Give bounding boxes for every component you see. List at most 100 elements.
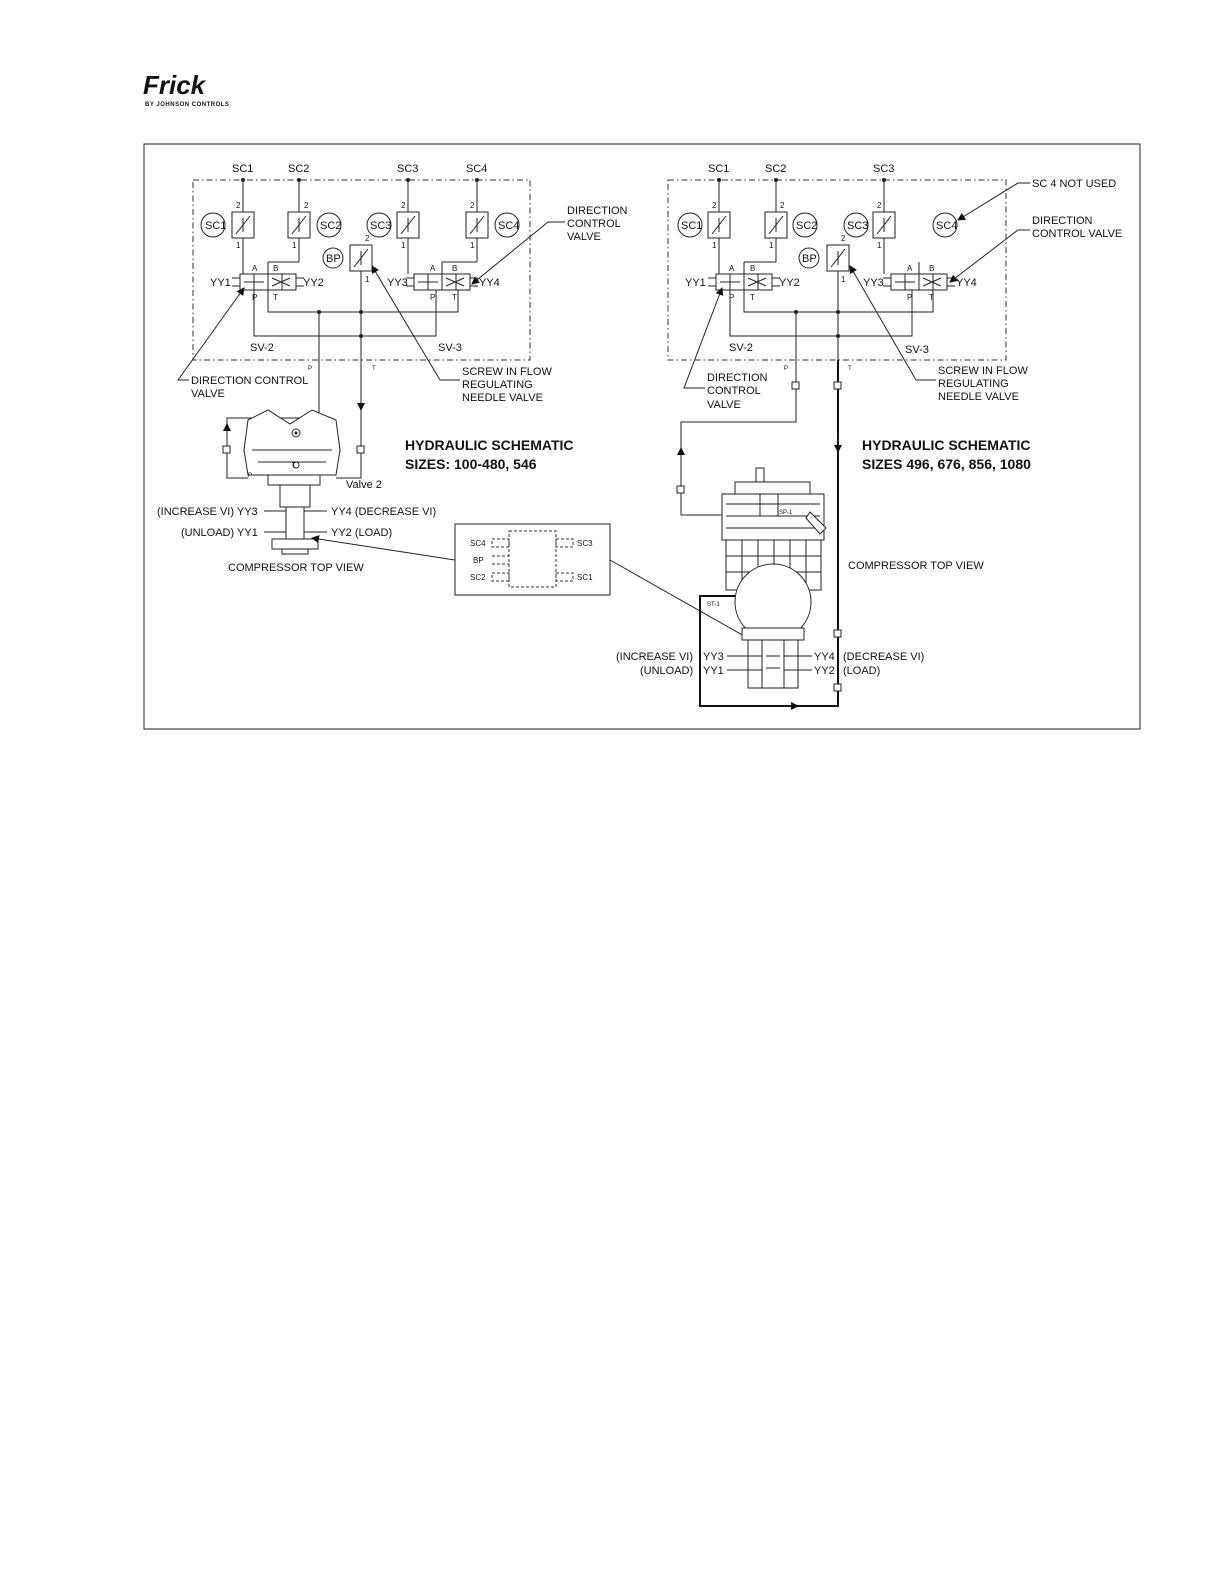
- left-port-sc4: SC4: [466, 163, 487, 175]
- svg-text:T: T: [292, 463, 296, 469]
- left-valve2-label: Valve 2: [346, 479, 382, 491]
- right-dcv-bot-l1: DIRECTION: [707, 372, 768, 384]
- svg-text:2: 2: [841, 234, 846, 243]
- right-dcv-bot-l3: VALVE: [707, 399, 741, 411]
- svg-text:2: 2: [712, 201, 717, 210]
- left-dcv-top-l2: CONTROL: [567, 218, 621, 230]
- svg-text:2: 2: [304, 201, 309, 210]
- left-port-sc1: SC1: [232, 163, 253, 175]
- left-increase-vi: (INCREASE VI) YY3: [157, 506, 258, 518]
- left-dcv-top-l1: DIRECTION: [567, 205, 628, 217]
- svg-text:A: A: [430, 264, 436, 273]
- figure-frame: [143, 143, 1141, 730]
- left-compressor-view: COMPRESSOR TOP VIEW: [228, 562, 364, 574]
- right-circle-sc4: SC4: [936, 220, 957, 232]
- left-title-line1: HYDRAULIC SCHEMATIC: [405, 437, 574, 453]
- inset-bp: BP: [473, 556, 484, 565]
- svg-text:B: B: [750, 264, 755, 273]
- right-title-line2: SIZES 496, 676, 856, 1080: [862, 456, 1031, 472]
- svg-text:B: B: [929, 264, 934, 273]
- inset-sc1: SC1: [577, 573, 593, 582]
- right-dcv-top-l1: DIRECTION: [1032, 215, 1093, 227]
- right-yy1: YY1: [685, 277, 706, 289]
- right-decrease-vi: (DECREASE VI): [843, 651, 924, 663]
- port-inset: SC4 BP SC2 SC3 SC1: [311, 523, 761, 646]
- left-compressor: [243, 409, 341, 555]
- svg-text:T: T: [452, 293, 457, 302]
- left-yy4: YY4: [479, 277, 500, 289]
- right-sv3-label: SV-3: [905, 344, 929, 356]
- right-sc4-not-used: SC 4 NOT USED: [1032, 178, 1116, 190]
- left-needle-l2: REGULATING: [462, 379, 533, 391]
- right-circle-bp: BP: [802, 253, 817, 265]
- right-port-sc1: SC1: [708, 163, 729, 175]
- svg-text:2: 2: [365, 234, 370, 243]
- left-yy3: YY3: [387, 277, 408, 289]
- right-yy1-label: YY1: [703, 665, 724, 677]
- right-circle-sc3: SC3: [847, 220, 868, 232]
- inset-sc3: SC3: [577, 539, 593, 548]
- svg-text:SP-1: SP-1: [779, 510, 793, 516]
- left-circle-sc2: SC2: [320, 220, 341, 232]
- left-port-sc2: SC2: [288, 163, 309, 175]
- right-needle-l2: REGULATING: [938, 378, 1009, 390]
- svg-text:A: A: [252, 264, 258, 273]
- right-circle-sc1: SC1: [681, 220, 702, 232]
- right-yy2: YY2: [779, 277, 800, 289]
- right-circles: SC1 SC2 SC3 SC4 BP: [677, 212, 958, 269]
- svg-text:2: 2: [470, 201, 475, 210]
- left-decrease-vi: YY4 (DECREASE VI): [331, 506, 436, 518]
- svg-text:P: P: [308, 366, 312, 372]
- svg-text:2: 2: [236, 201, 241, 210]
- left-circle-sc3: SC3: [370, 220, 391, 232]
- left-dcv-top-l3: VALVE: [567, 231, 601, 243]
- left-needle-l1: SCREW IN FLOW: [462, 366, 552, 378]
- right-dcv-top-l2: CONTROL VALVE: [1032, 228, 1122, 240]
- svg-text:A: A: [729, 264, 735, 273]
- right-load: (LOAD): [843, 665, 880, 677]
- logo-tagline: BY JOHNSON CONTROLS: [145, 102, 229, 108]
- svg-text:T: T: [848, 366, 852, 372]
- right-manifold-boundary: [667, 179, 1007, 361]
- left-sv2-label: SV-2: [250, 342, 274, 354]
- svg-text:P: P: [784, 366, 788, 372]
- left-unload: (UNLOAD) YY1: [181, 527, 258, 539]
- right-needle-l3: NEEDLE VALVE: [938, 391, 1019, 403]
- left-dcv-bot-l2: VALVE: [191, 388, 225, 400]
- right-yy4-label: YY4: [814, 651, 835, 663]
- left-title-line2: SIZES: 100-480, 546: [405, 456, 537, 472]
- svg-text:T: T: [750, 293, 755, 302]
- right-sv2-label: SV-2: [729, 342, 753, 354]
- logo-brand: Frick: [143, 70, 207, 100]
- right-compressor-view: COMPRESSOR TOP VIEW: [848, 560, 984, 572]
- svg-text:1: 1: [769, 241, 774, 250]
- inset-sc2: SC2: [470, 573, 486, 582]
- left-load: YY2 (LOAD): [331, 527, 392, 539]
- svg-text:1: 1: [365, 275, 370, 284]
- svg-text:1: 1: [841, 275, 846, 284]
- left-dcv-bot-l1: DIRECTION CONTROL: [191, 375, 308, 387]
- right-increase-vi: (INCREASE VI): [616, 651, 693, 663]
- svg-text:P: P: [729, 293, 734, 302]
- svg-text:T: T: [929, 293, 934, 302]
- svg-text:2: 2: [401, 201, 406, 210]
- right-sv2-valve: [708, 273, 780, 291]
- svg-text:2: 2: [877, 201, 882, 210]
- inset-sc4: SC4: [470, 539, 486, 548]
- svg-text:1: 1: [292, 241, 297, 250]
- right-sv3-valve: [883, 273, 955, 291]
- frick-logo: Frick BY JOHNSON CONTROLS: [143, 70, 229, 108]
- right-needle-valves: [707, 211, 896, 272]
- right-dcv-bot-l2: CONTROL: [707, 385, 761, 397]
- left-needle-valves: [231, 211, 489, 272]
- right-schematic: SC1 SC2 SC3 2 1 2 1 2 1 2 1 SC1 SC2 SC3 …: [616, 163, 1122, 710]
- right-unload: (UNLOAD): [640, 665, 693, 677]
- svg-text:ST-1: ST-1: [707, 602, 720, 608]
- svg-text:P: P: [252, 293, 257, 302]
- svg-text:2: 2: [780, 201, 785, 210]
- svg-text:A: A: [907, 264, 913, 273]
- left-yy1: YY1: [210, 277, 231, 289]
- svg-text:P: P: [248, 473, 252, 479]
- svg-text:1: 1: [877, 241, 882, 250]
